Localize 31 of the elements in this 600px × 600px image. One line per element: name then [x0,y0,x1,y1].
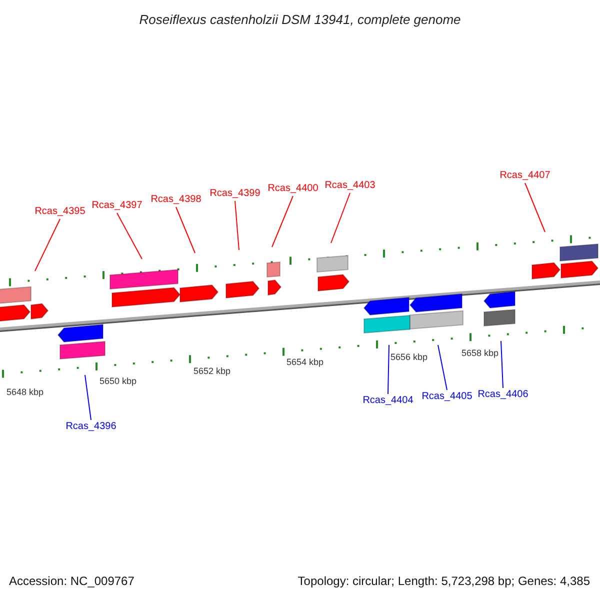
gene-label: Rcas_4404 [362,394,414,408]
leader-line [234,200,240,250]
position-label: 5650 kbp [99,376,137,386]
gene-label: Rcas_4403 [324,179,376,193]
leader-line [524,182,546,232]
accession-text: Accession: NC_009767 [9,574,134,588]
position-label: 5658 kbp [461,348,499,358]
genome-info-text: Topology: circular; Length: 5,723,298 bp; Genes: 4,385 [298,574,590,588]
position-label: 5652 kbp [193,366,231,376]
gene-label: Rcas_4396 [66,420,116,434]
leader-line [34,218,60,272]
leader-line [388,344,390,394]
leader-line [438,344,448,390]
title: Roseiflexus castenholzii DSM 13941, complete genome [138,11,462,29]
gene-label: Rcas_4395 [34,205,86,219]
leader-line [500,340,504,388]
gene-label: Rcas_4399 [210,187,260,201]
gene-label: Rcas_4398 [150,193,202,207]
gene-label: Rcas_4400 [268,182,318,196]
position-label: 5656 kbp [390,352,428,362]
gene-label: Rcas_4397 [92,199,142,213]
gene-label: Rcas_4407 [500,169,550,183]
leader-line [116,212,142,260]
leader-line [330,192,350,244]
position-label: 5654 kbp [286,357,324,367]
gene-label: Rcas_4406 [478,388,528,402]
position-label: 5648 kbp [6,387,44,397]
leader-line [176,206,196,254]
gene-label: Rcas_4405 [422,390,472,404]
leader-line [84,374,92,420]
leader-line [272,196,294,248]
